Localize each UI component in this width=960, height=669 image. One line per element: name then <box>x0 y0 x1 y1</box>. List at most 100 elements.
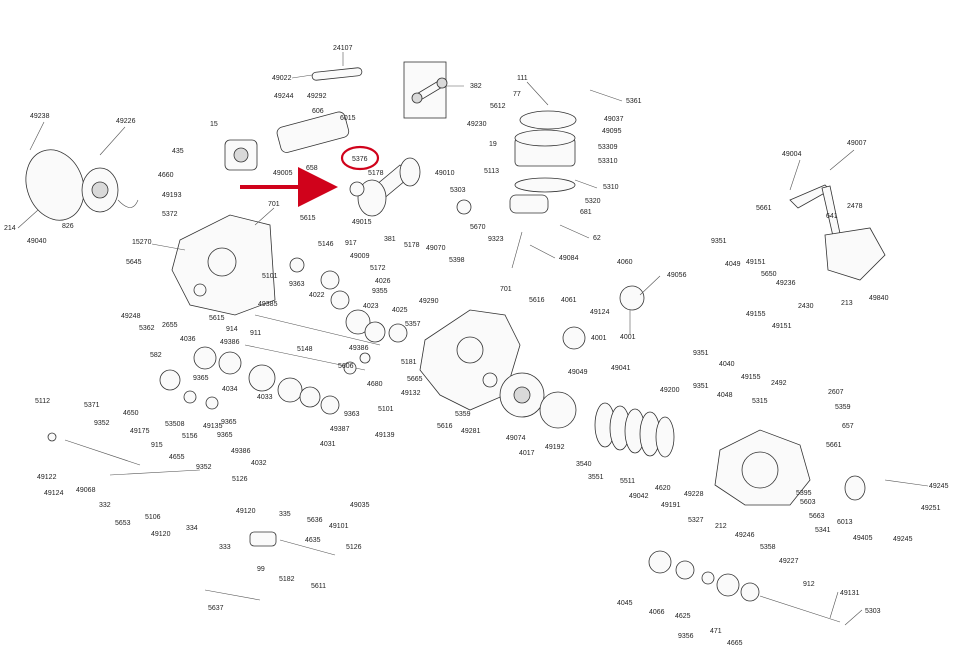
part-label: 2607 <box>828 389 844 396</box>
part-label: 9351 <box>693 350 709 357</box>
part-label: 5358 <box>760 544 776 551</box>
part-label: 9352 <box>196 464 212 471</box>
part-label: 49120 <box>151 531 171 538</box>
part-label: 49405 <box>853 535 873 542</box>
part-label: 49245 <box>929 483 949 490</box>
part-label: 4635 <box>305 537 321 544</box>
part-label: 9351 <box>711 238 727 245</box>
part-label: 701 <box>500 286 512 293</box>
part-label: 49007 <box>847 140 867 147</box>
part-label: 4660 <box>158 172 174 179</box>
part-label: 5303 <box>865 608 881 615</box>
part-label: 6015 <box>340 115 356 122</box>
part-label: 5327 <box>688 517 704 524</box>
part-label: 4022 <box>309 292 325 299</box>
part-drawings <box>25 61 886 623</box>
part-label: 49228 <box>684 491 704 498</box>
part-label: 53310 <box>598 158 618 165</box>
part-label: 49387 <box>330 426 350 433</box>
part-label: 2492 <box>771 380 787 387</box>
part-label: 49193 <box>162 192 182 199</box>
part-label: 49139 <box>375 432 395 439</box>
part-label: 5361 <box>626 98 642 105</box>
part-label: 5398 <box>449 257 465 264</box>
part-label: 5637 <box>208 605 224 612</box>
part-label: 4026 <box>375 278 391 285</box>
part-label: 49035 <box>350 502 370 509</box>
part-label: 3540 <box>576 461 592 468</box>
part-label: 9365 <box>193 375 209 382</box>
part-label: 826 <box>62 223 74 230</box>
part-label: 49175 <box>130 428 150 435</box>
part-label: 5636 <box>307 517 323 524</box>
part-label: 5126 <box>232 476 248 483</box>
part-label: 49155 <box>741 374 761 381</box>
part-label: 15270 <box>132 239 152 246</box>
part-label: 606 <box>312 108 324 115</box>
part-label: 49227 <box>779 558 799 565</box>
part-label: 49004 <box>782 151 802 158</box>
part-label: 701 <box>268 201 280 208</box>
part-label: 5178 <box>368 170 384 177</box>
part-label: 915 <box>151 442 163 449</box>
part-label: 5606 <box>338 363 354 370</box>
part-label: 49840 <box>869 295 889 302</box>
part-label: 49068 <box>76 487 96 494</box>
part-label: 49132 <box>401 390 421 397</box>
part-label: 382 <box>470 83 482 90</box>
part-label: 5611 <box>311 583 326 590</box>
part-label: 4031 <box>320 441 336 448</box>
part-label: 49251 <box>921 505 941 512</box>
part-label: 334 <box>186 525 198 532</box>
part-label: 49230 <box>467 121 487 128</box>
part-label: 4066 <box>649 609 665 616</box>
part-label: 9323 <box>488 236 504 243</box>
part-label: 4001 <box>591 335 607 342</box>
part-label: 5341 <box>815 527 831 534</box>
part-label: 914 <box>226 326 238 333</box>
highlight-circle <box>340 145 380 171</box>
part-label: 49056 <box>667 272 687 279</box>
part-label: 49155 <box>746 311 766 318</box>
part-label: 5661 <box>756 205 772 212</box>
part-label: 5178 <box>404 242 420 249</box>
part-label: 5303 <box>450 187 466 194</box>
part-label: 4033 <box>257 394 273 401</box>
part-label: 5645 <box>126 259 142 266</box>
part-label: 77 <box>513 91 521 98</box>
part-label: 49010 <box>435 170 455 177</box>
part-label: 335 <box>279 511 291 518</box>
part-label: 49386 <box>231 448 251 455</box>
part-label: 5315 <box>752 398 768 405</box>
part-label: 9363 <box>289 281 305 288</box>
part-label: 4023 <box>363 303 379 310</box>
part-label: 49040 <box>27 238 47 245</box>
part-label: 5661 <box>826 442 842 449</box>
part-label: 49236 <box>776 280 796 287</box>
part-label: 49135 <box>203 423 223 430</box>
part-label: 53508 <box>165 421 185 428</box>
part-label: 49292 <box>307 93 327 100</box>
part-label: 49244 <box>274 93 294 100</box>
part-label: 5172 <box>370 265 386 272</box>
part-label: 49070 <box>426 245 446 252</box>
part-label: 213 <box>841 300 853 307</box>
part-label: 49049 <box>568 369 588 376</box>
part-label: 49015 <box>352 219 372 226</box>
part-label: 49084 <box>559 255 579 262</box>
part-label: 49386 <box>349 345 369 352</box>
part-label: 24107 <box>333 45 353 52</box>
part-label: 49238 <box>30 113 50 120</box>
part-label: 5359 <box>835 404 851 411</box>
part-label: 5665 <box>407 376 423 383</box>
part-label: 4655 <box>169 454 185 461</box>
part-label: 5182 <box>279 576 295 583</box>
part-label: 912 <box>803 581 815 588</box>
part-label: 53309 <box>598 144 618 151</box>
intake-manifold <box>276 111 350 153</box>
part-label: 4049 <box>725 261 741 268</box>
part-label: 49248 <box>121 313 141 320</box>
part-label: 3551 <box>588 474 604 481</box>
part-label: 5148 <box>297 346 313 353</box>
